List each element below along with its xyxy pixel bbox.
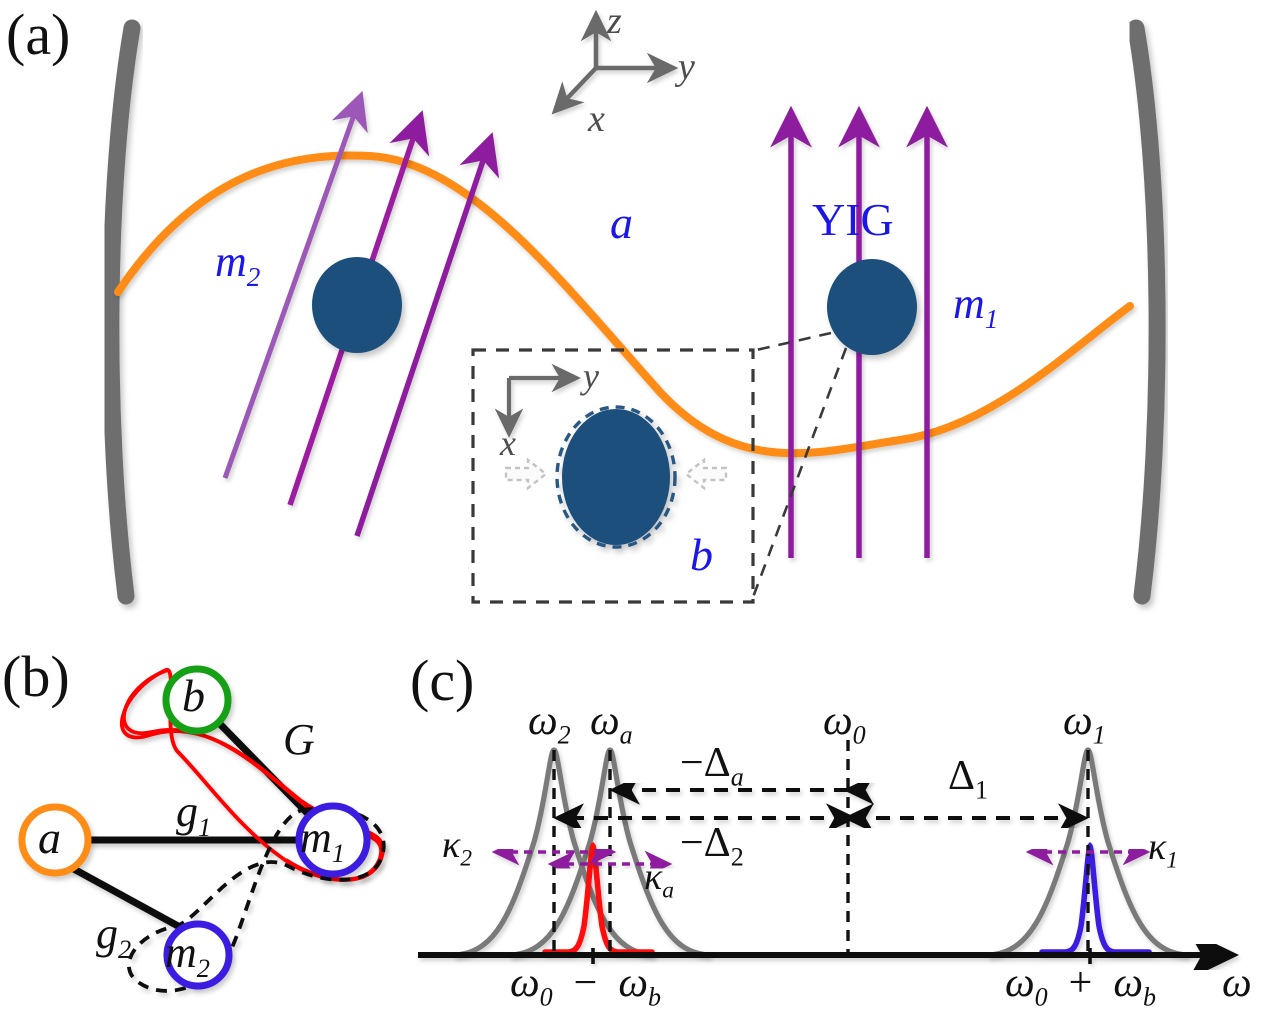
panel-label-c: (c) — [410, 648, 475, 713]
inset-axis-label-x: x — [500, 423, 516, 463]
peak-label-omegaa-sub: a — [619, 720, 633, 750]
peak-label-omega2-base: ω — [528, 698, 558, 744]
peak-label-omega0: ω0 — [823, 700, 866, 748]
linewidth-label-kappa2-base: κ — [442, 824, 461, 866]
node-label-a: a — [38, 812, 61, 863]
detuning-label-delta-1-sub: 1 — [975, 775, 989, 805]
peak-label-omegaa: ωa — [590, 700, 633, 748]
detuning-label-delta-2-base: −Δ — [680, 820, 731, 866]
peak-label-omega2-sub: 2 — [557, 720, 571, 750]
inset-leader-lines — [750, 331, 848, 601]
peak-label-omega0-base: ω — [823, 698, 853, 744]
edge-label-g1: g1 — [176, 790, 211, 840]
coordinate-axes-3d — [551, 9, 679, 115]
phonon-mode-label-b: b — [690, 529, 713, 580]
detuning-label-delta-1-base: Δ — [948, 753, 976, 799]
magnon-label-m2-base: m — [215, 237, 247, 286]
linewidth-label-kappa1: κ1 — [1148, 828, 1178, 873]
cavity-mirror-left — [102, 19, 141, 605]
linewidth-label-kappaa-base: κ — [644, 856, 663, 898]
yig-label: YIG — [812, 194, 894, 245]
panel-b-graphic — [18, 665, 386, 993]
phonon-sphere — [555, 405, 677, 549]
peak-label-omega1-sub: 1 — [1092, 720, 1106, 750]
tick-label-right: ω0 + ωb — [1005, 960, 1157, 1012]
cavity-mirror-right — [1127, 19, 1166, 605]
node-a[interactable] — [18, 803, 92, 877]
panel-label-b: (b) — [2, 644, 70, 709]
node-m1[interactable] — [295, 802, 371, 878]
magnon-label-m1: m1 — [953, 282, 998, 333]
detuning-label-delta-2-sub: 2 — [730, 842, 744, 872]
magnon-label-m1-base: m — [953, 279, 985, 328]
cavity-field-wave — [114, 151, 1134, 458]
detuning-label-delta-1: Δ1 — [948, 755, 988, 803]
edge-label-g2: g2 — [96, 912, 131, 962]
yig-sphere-m2 — [312, 257, 402, 353]
node-label-m1-base: m — [300, 813, 332, 862]
peak-label-omega0-sub: 0 — [852, 720, 866, 750]
detuning-arrows — [553, 775, 1089, 833]
panel-label-a: (a) — [6, 2, 71, 67]
yig-sphere-m1 — [827, 259, 917, 355]
node-label-m1: m1 — [300, 816, 345, 866]
loop-dashed-m1-m2 — [127, 806, 386, 993]
linewidth-arrows — [491, 838, 1151, 878]
panel-a-graphic — [102, 9, 1166, 605]
peak-label-omega2: ω2 — [528, 700, 571, 748]
magnon-label-m1-sub: 1 — [984, 303, 999, 334]
inset-coordinate-axes — [494, 363, 581, 438]
linewidth-label-kappa1-base: κ — [1148, 826, 1167, 868]
detuning-label-delta-a-base: −Δ — [680, 740, 731, 786]
compression-arrow-left — [504, 457, 548, 491]
panel-c-graphic — [418, 740, 1239, 980]
node-b[interactable] — [162, 665, 232, 735]
detuning-label-delta-2: −Δ2 — [680, 822, 744, 870]
frequency-axis — [418, 930, 1239, 980]
cavity-mode-label-a: a — [610, 197, 633, 248]
compression-arrow-right — [684, 457, 728, 491]
linewidth-label-kappaa-sub: a — [662, 877, 675, 904]
axis-label-x: x — [588, 98, 605, 140]
node-label-m1-sub: 1 — [331, 837, 345, 868]
node-m2[interactable] — [163, 920, 233, 990]
linewidth-label-kappa2: κ2 — [442, 826, 472, 871]
edge-g2 — [70, 864, 180, 930]
linewidth-label-kappaa: κa — [644, 858, 674, 903]
peak-label-omegaa-base: ω — [590, 698, 620, 744]
node-label-m2: m2 — [165, 931, 210, 981]
tick-label-left: ω0 − ωb — [510, 960, 662, 1012]
node-label-b: b — [182, 670, 205, 721]
magnon-label-m2: m2 — [215, 240, 260, 291]
node-label-m2-base: m — [165, 928, 197, 977]
edge-label-g1-sub: 1 — [198, 811, 212, 842]
axis-label-omega: ω — [1222, 960, 1252, 1006]
inset-axis-label-y: y — [583, 356, 599, 396]
node-label-m2-sub: 2 — [196, 952, 210, 983]
peak-label-omega1-base: ω — [1063, 698, 1093, 744]
curve-blue-sideband — [1039, 841, 1152, 955]
edge-label-G: G — [283, 715, 315, 764]
phonon-inset-box — [471, 348, 755, 604]
linewidth-label-kappa1-sub: 1 — [1166, 847, 1179, 874]
detuning-label-delta-a: −Δa — [680, 742, 744, 790]
edge-label-g2-sub: 2 — [118, 933, 132, 964]
linewidth-label-kappa2-sub: 2 — [460, 845, 473, 872]
edge-label-g2-base: g — [96, 909, 118, 958]
peak-label-omega1: ω1 — [1063, 700, 1106, 748]
axis-label-z: z — [607, 0, 622, 42]
magnon-label-m2-sub: 2 — [246, 261, 261, 292]
axis-label-y: y — [678, 46, 695, 88]
edge-label-g1-base: g — [176, 787, 198, 836]
detuning-label-delta-a-sub: a — [730, 762, 744, 792]
